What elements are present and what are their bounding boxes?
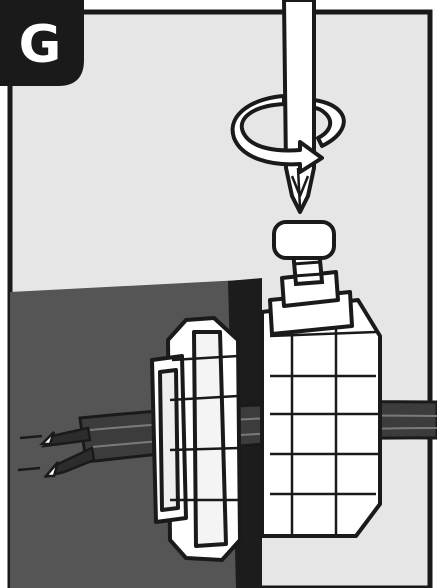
phillips-screwdriver-icon: [284, 0, 314, 212]
step-letter: G: [19, 15, 62, 75]
step-badge: G: [0, 0, 84, 86]
clamp-body: [262, 272, 380, 536]
